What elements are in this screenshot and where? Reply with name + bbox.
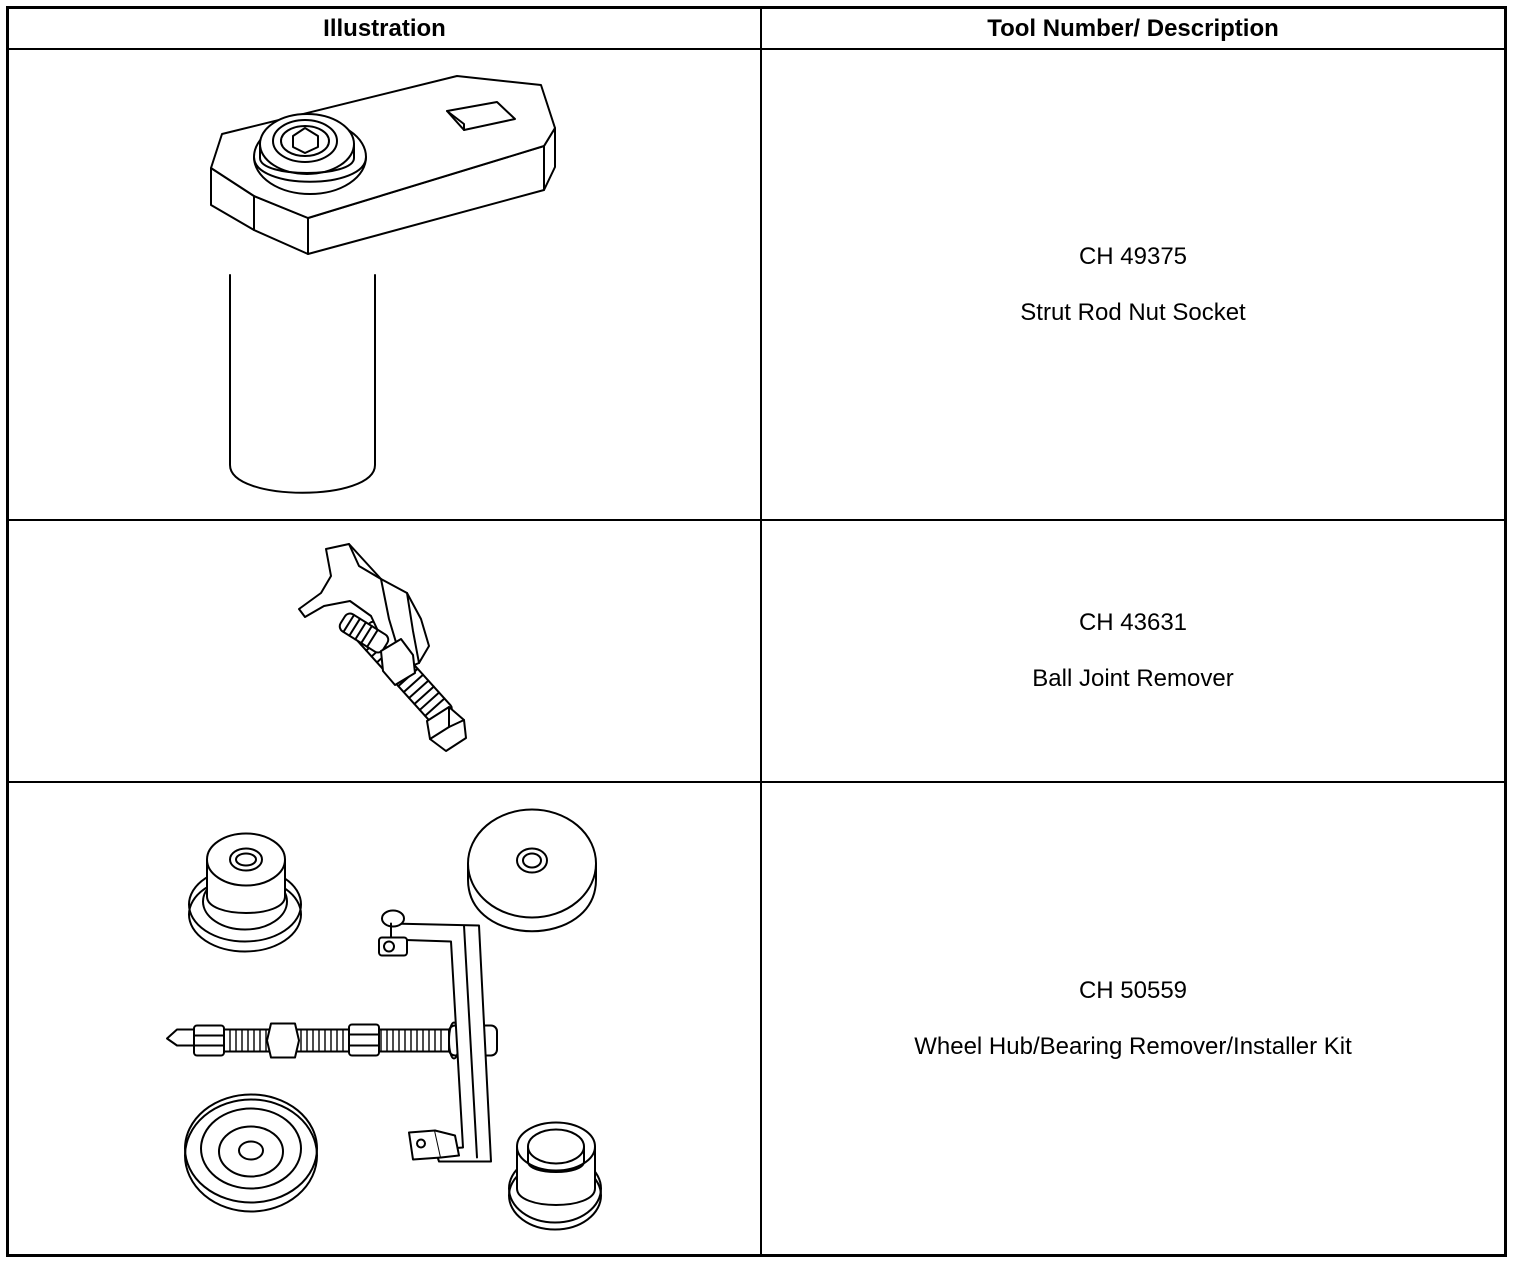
receiver-cup-top-left-icon: [189, 834, 301, 952]
disc-top-right-icon: [468, 810, 596, 932]
tool-number-3: CH 50559: [1078, 976, 1188, 1004]
header-tool: Tool Number/ Description: [762, 9, 1504, 50]
table-row-3-illustration: [9, 783, 762, 1254]
tool-number-2: CH 43631: [1078, 609, 1188, 636]
receiver-disc-bottom-left-icon: [185, 1095, 317, 1212]
header-illustration-label: Illustration: [323, 14, 446, 42]
wheel-hub-bearing-kit-icon: [9, 783, 760, 1254]
table-row-2-illustration: [9, 521, 762, 783]
tool-description-3: Wheel Hub/Bearing Remover/Installer Kit: [914, 1032, 1352, 1060]
table-row-1-description: CH 49375 Strut Rod Nut Socket: [762, 50, 1504, 521]
header-tool-label: Tool Number/ Description: [987, 14, 1279, 42]
bridge-frame-icon: [379, 911, 491, 1162]
table-row-1-illustration: [9, 50, 762, 521]
tool-description-1: Strut Rod Nut Socket: [1020, 298, 1246, 326]
forcing-screw-icon: [167, 1023, 497, 1059]
tool-description-2: Ball Joint Remover: [1032, 665, 1234, 692]
bushing-bottom-right-icon: [509, 1123, 601, 1230]
strut-rod-nut-socket-icon: [9, 50, 760, 519]
tool-table: Illustration Tool Number/ Description: [6, 6, 1507, 1257]
table-row-3-description: CH 50559 Wheel Hub/Bearing Remover/Insta…: [762, 783, 1504, 1254]
tool-number-1: CH 49375: [1078, 242, 1188, 270]
header-illustration: Illustration: [9, 9, 762, 50]
table-row-2-description: CH 43631 Ball Joint Remover: [762, 521, 1504, 783]
ball-joint-remover-icon: [9, 521, 760, 781]
